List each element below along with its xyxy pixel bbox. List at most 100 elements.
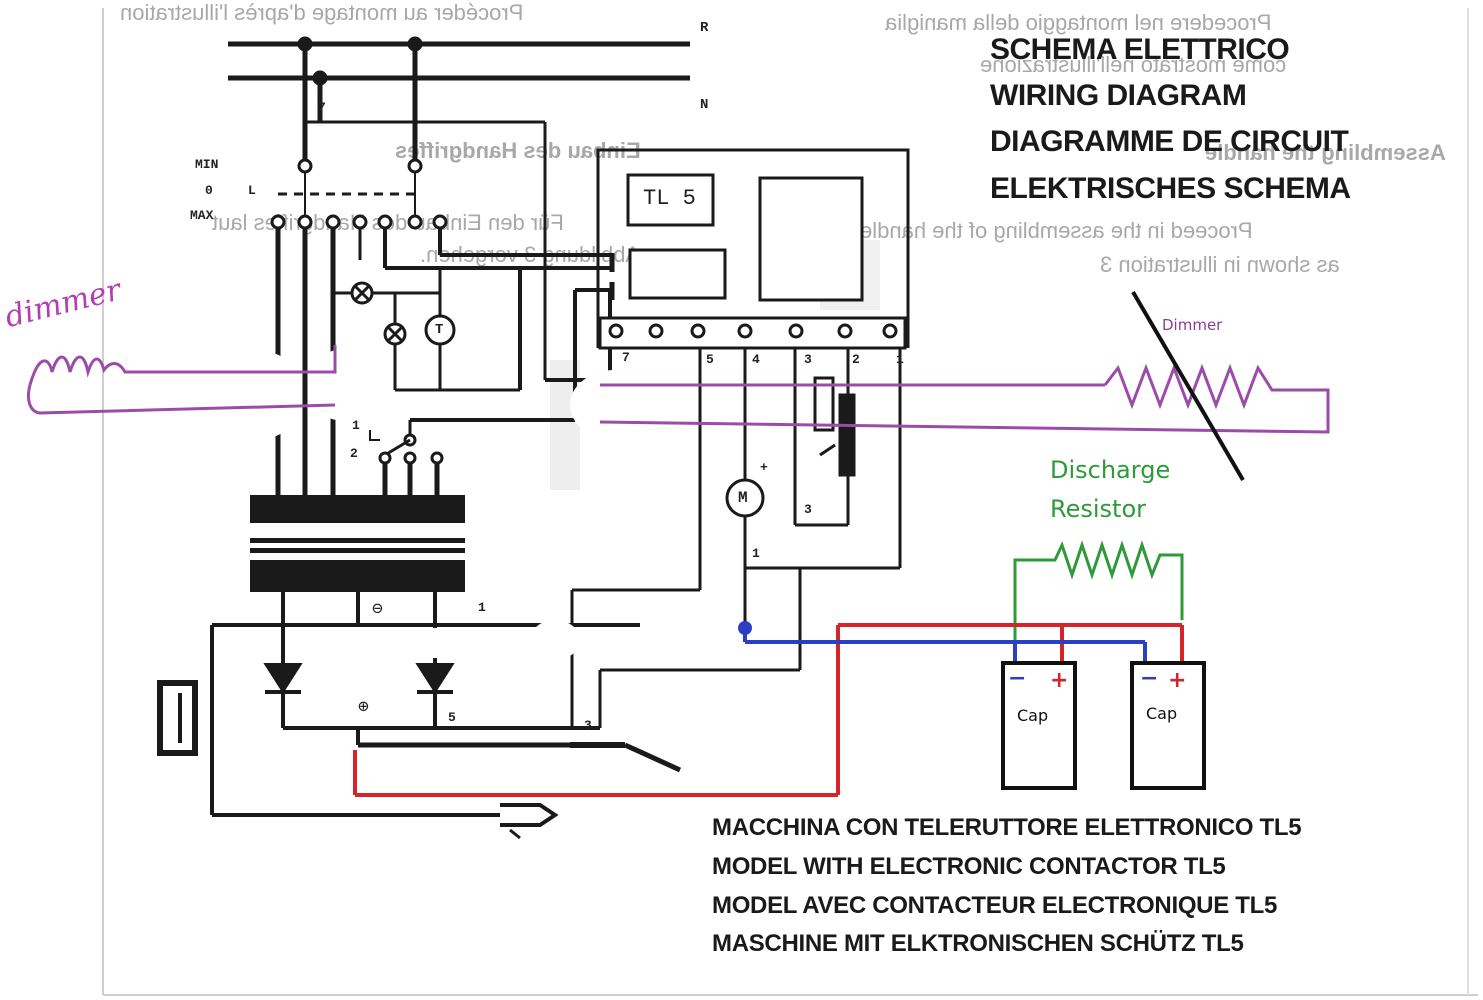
earth-clamp-icon: [500, 803, 559, 827]
model-line-2: MODEL WITH ELECTRONIC CONTACTOR TL5: [712, 853, 1226, 880]
model-line-3: MODEL AVEC CONTACTEUR ELECTRONIQUE TL5: [712, 892, 1278, 919]
terminal-strip: [598, 316, 907, 350]
switch-contact: [297, 158, 313, 174]
earth-clamp-icon: [509, 828, 521, 840]
tap-label: 2: [350, 446, 358, 461]
switch-0-label: 0: [205, 183, 213, 198]
wire-number-label: 3: [804, 502, 812, 517]
discharge-resistor-label: Resistor: [1050, 495, 1146, 523]
choke-icon: [157, 680, 198, 756]
capacitor-plus-label: +: [1050, 668, 1069, 693]
switch-contact: [377, 214, 393, 230]
solenoid-icon: [838, 393, 856, 477]
relay-block: [758, 176, 864, 302]
switch-contact: [407, 158, 423, 174]
title-line-1: SCHEMA ELETTRICO: [990, 33, 1290, 66]
transformer-secondary: [250, 560, 465, 592]
diode-icon: [415, 663, 455, 694]
switch-max-label: MAX: [190, 208, 214, 223]
supply-bus: [228, 36, 690, 380]
power-selector-switch: [270, 158, 448, 230]
motor-label: M: [738, 489, 748, 507]
transformer-primary: [250, 495, 465, 523]
terminal-label: 3: [804, 352, 812, 367]
switch-contact: [407, 214, 423, 230]
switch-min-label: MIN: [195, 157, 219, 172]
switch-contact: [432, 214, 448, 230]
terminal-screw: [837, 323, 853, 339]
terminal-label: 4: [752, 352, 760, 367]
dimmer-hand-wire: [26, 384, 336, 415]
switch-contact: [352, 214, 368, 230]
terminal-label: 7: [622, 350, 630, 365]
module-outline: [596, 148, 910, 348]
title-line-3: DIAGRAMME DE CIRCUIT: [990, 125, 1349, 158]
capacitor-minus-label: −: [1008, 666, 1027, 691]
tl5-module: [596, 148, 910, 350]
dimmer-wiring: [26, 345, 1330, 434]
correction-patches: [242, 350, 660, 718]
tap-bracket: [369, 430, 380, 441]
switch-contact: [378, 451, 392, 465]
wire-number-label: 5: [448, 710, 456, 725]
switch-contact: [325, 214, 341, 230]
capacitor-plus-label: +: [1168, 668, 1187, 693]
switch-contact: [270, 214, 286, 230]
discharge-resistor-label: Discharge: [1050, 456, 1171, 484]
terminal-label: 1: [896, 352, 904, 367]
capacitor-group: [1001, 661, 1206, 790]
dimmer-adjust-arrow: [1131, 290, 1245, 482]
switch-contact: [297, 214, 313, 230]
discharge-resistor-icon: [1013, 540, 1184, 645]
capacitor-2-label: Cap: [1146, 704, 1178, 723]
wire-number-label: 7: [318, 100, 326, 115]
switch-blade: [384, 438, 411, 457]
rectifier-negative-label: ⊖: [372, 600, 383, 620]
motor-polarity-label: +: [760, 460, 768, 475]
dimmer-hand-wire: [28, 345, 337, 386]
terminal-wiring: [698, 348, 902, 670]
capacitor-minus-label: −: [1140, 666, 1159, 691]
tl5-label-box: [626, 173, 715, 227]
terminal-screw: [648, 323, 664, 339]
model-line-1: MACCHINA CON TELERUTTORE ELETTRONICO TL5: [712, 814, 1302, 841]
gas-valve-icon: [813, 376, 835, 432]
transformer-core: [250, 538, 465, 543]
rectifier-positive-label: ⊕: [358, 698, 369, 718]
diode-icon: [263, 663, 303, 694]
tap-label: 1: [352, 418, 360, 433]
thermostat-icon: [424, 314, 456, 346]
capacitor-2: [1130, 661, 1206, 790]
terminal-label: 2: [852, 352, 860, 367]
capacitor-1: [1001, 661, 1077, 790]
transformer: [250, 495, 465, 592]
wire-number-label: 1: [752, 546, 760, 561]
terminal-screw: [788, 323, 804, 339]
terminal-screw: [690, 323, 706, 339]
dimmer-label: Dimmer: [1162, 316, 1223, 334]
bus-r-label: R: [700, 20, 709, 36]
terminal-screw: [737, 323, 753, 339]
transformer-core: [250, 548, 465, 553]
lamp-icon: [353, 284, 371, 302]
terminal-screw: [608, 323, 624, 339]
title-line-2: WIRING DIAGRAM: [990, 79, 1247, 112]
switch-blade: [819, 443, 836, 457]
tap-selector: [369, 420, 444, 495]
negative-wiring: [738, 621, 1147, 665]
terminal-screw: [882, 323, 898, 339]
lamp-icon: [386, 325, 404, 343]
tl5-module-label: TL 5: [643, 186, 696, 211]
model-line-4: MASCHINE MIT ELKTRONISCHEN SCHÜTZ TL5: [712, 930, 1244, 957]
switch-contact: [403, 451, 417, 465]
title-line-4: ELEKTRISCHES SCHEMA: [990, 172, 1351, 205]
discharge-resistor: [1013, 540, 1184, 645]
torch-icon: [623, 742, 682, 773]
wire-number-label: 3: [584, 718, 592, 733]
positive-wiring: [353, 623, 1184, 797]
dimmer-resistor-icon: [599, 363, 1330, 434]
thermostat-label: T: [435, 322, 444, 338]
capacitor-1-label: Cap: [1017, 706, 1049, 725]
bus-n-label: N: [700, 97, 709, 113]
